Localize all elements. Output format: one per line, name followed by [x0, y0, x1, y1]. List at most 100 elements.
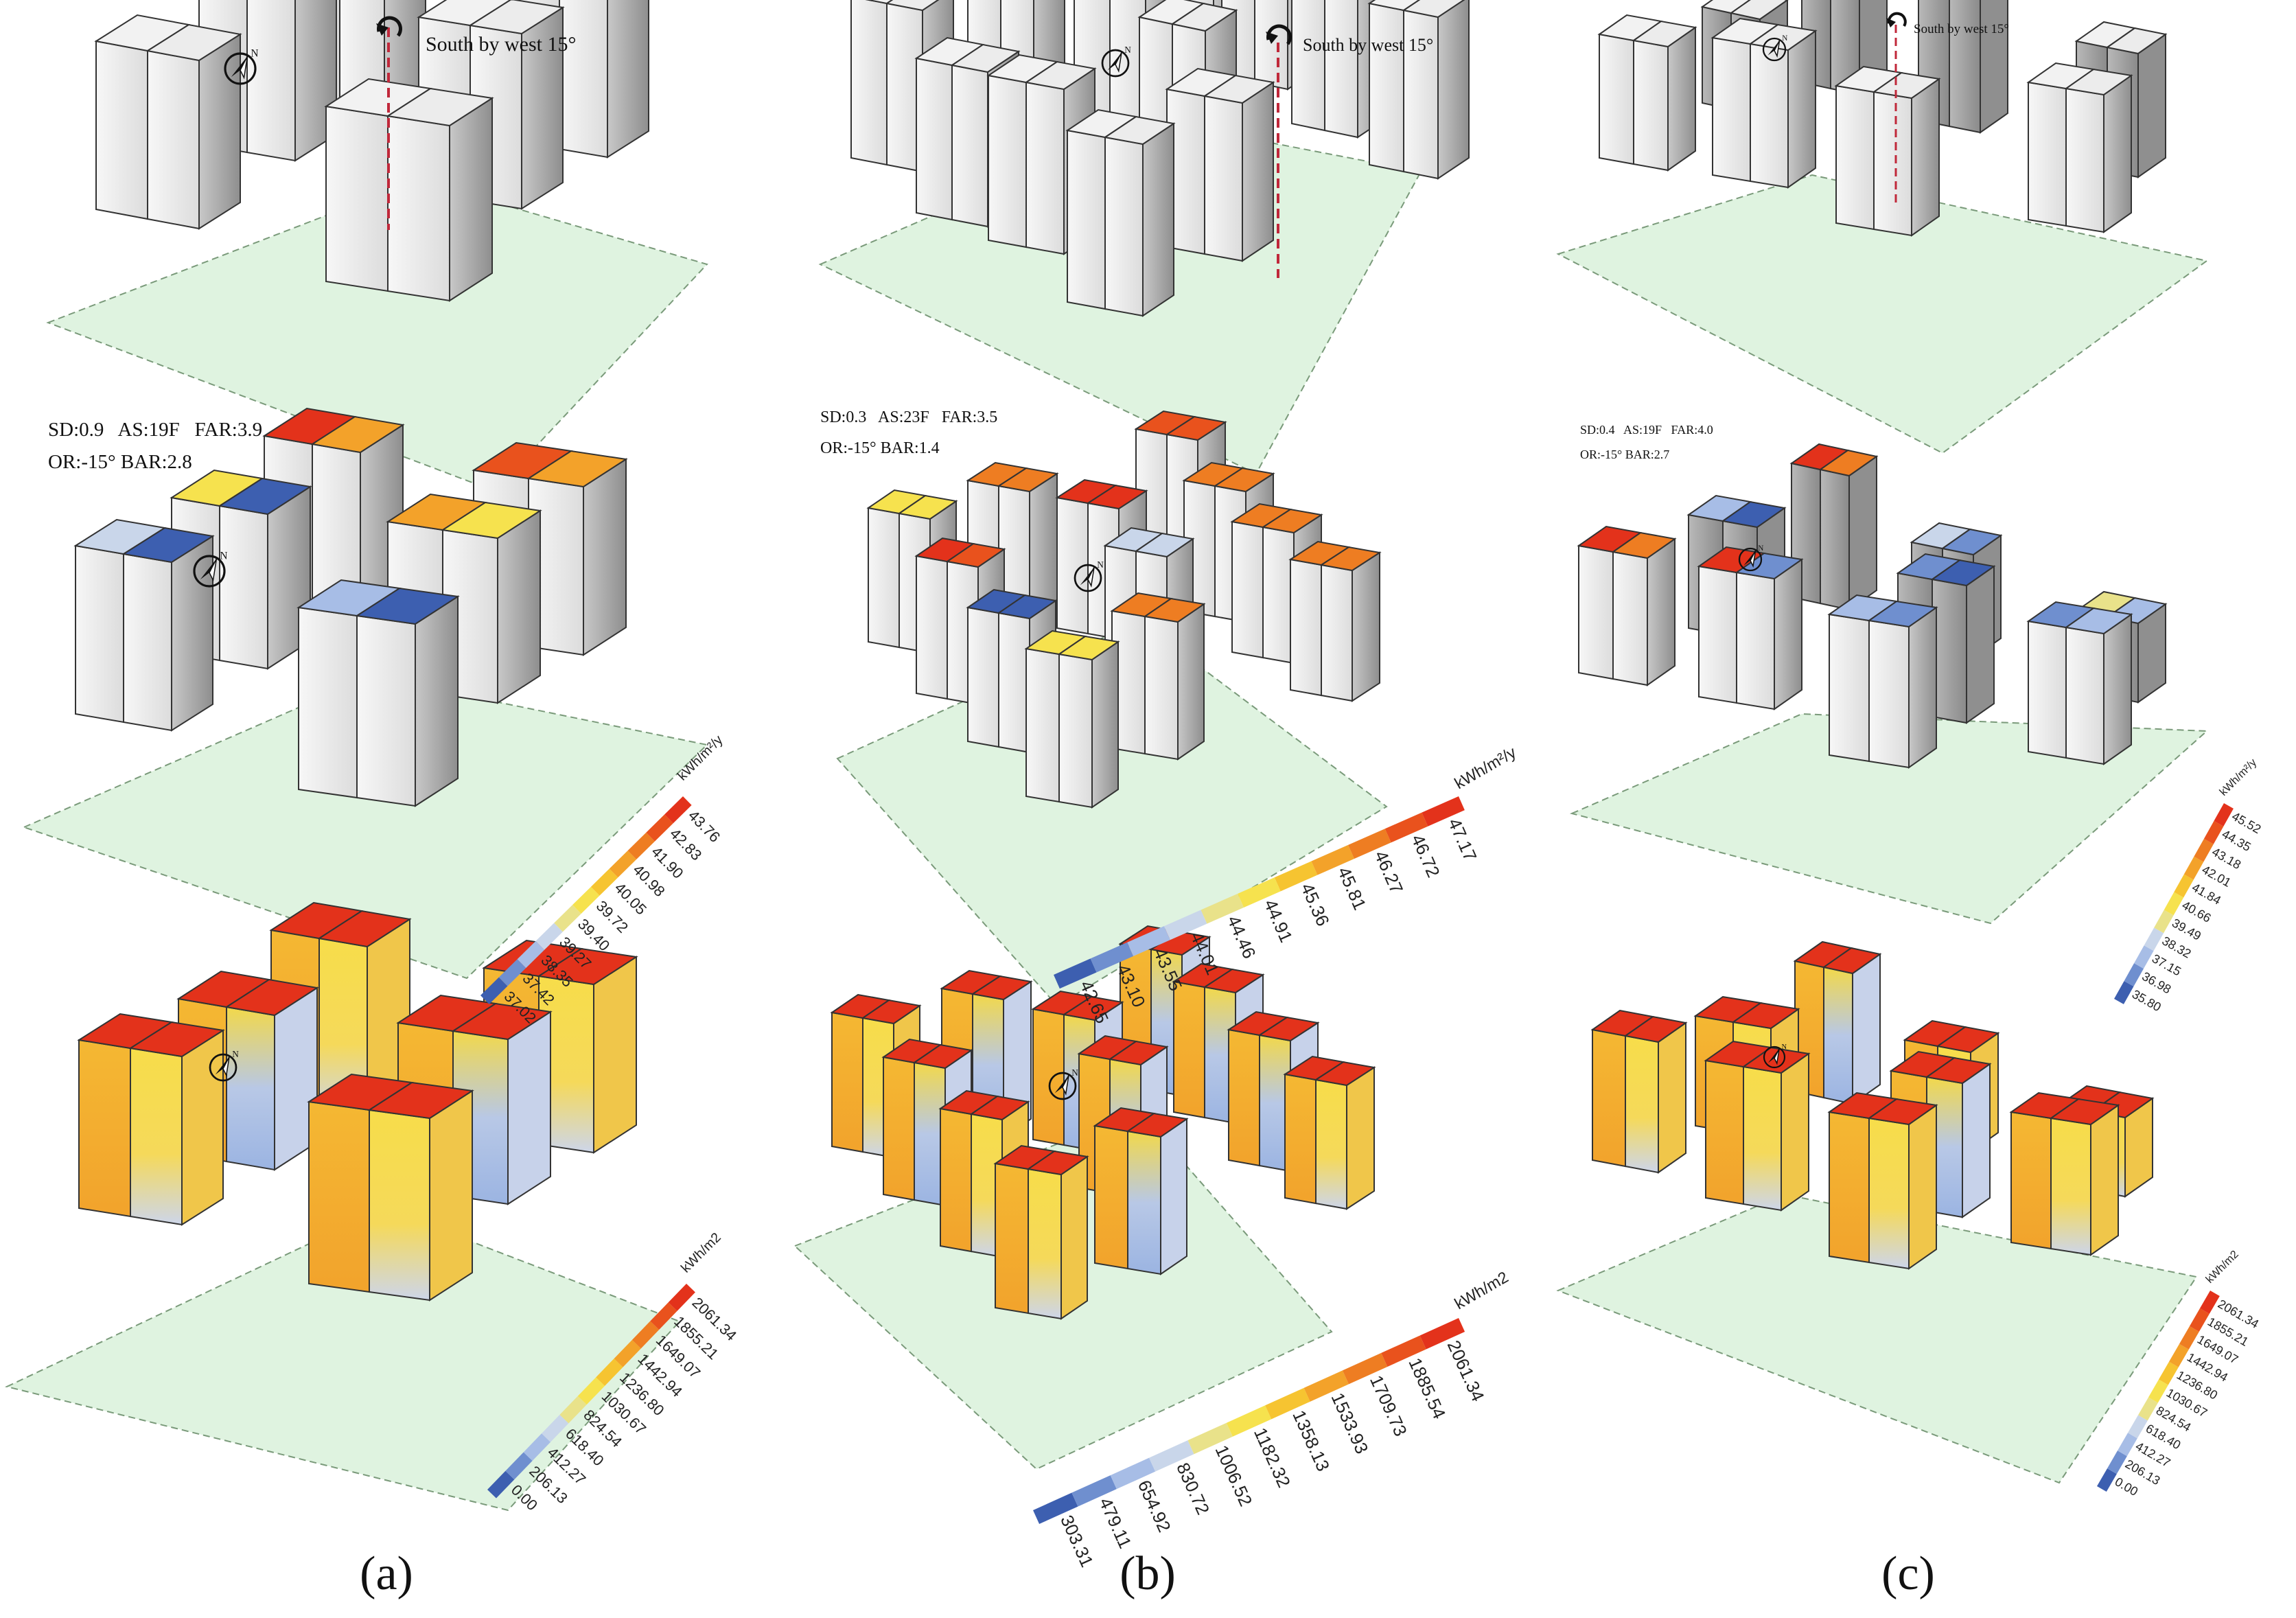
building	[1093, 1107, 1189, 1275]
building-side-face	[181, 1029, 224, 1226]
building-roof	[885, 0, 940, 12]
building-front-face	[916, 57, 953, 221]
legend-swatch	[523, 1433, 551, 1461]
params-line2-b: OR:-15° BAR:1.4	[820, 439, 940, 457]
legend-swatch	[1342, 1352, 1388, 1385]
building-roof	[861, 999, 922, 1025]
building-side-face	[497, 509, 541, 704]
building-front-face	[1868, 1117, 1910, 1270]
building-front-face	[1254, 0, 1288, 91]
building-front-face	[130, 1047, 183, 1226]
building	[73, 518, 215, 732]
building-side-face	[583, 458, 627, 656]
legend-swatch	[646, 814, 673, 842]
building	[94, 14, 242, 230]
building-front-face	[951, 64, 988, 228]
building	[1283, 1055, 1376, 1210]
legend-swatch	[1384, 812, 1428, 843]
building-roof	[224, 978, 319, 1017]
legend-swatch	[2144, 927, 2164, 951]
north-label: N	[220, 550, 227, 562]
legend-tick-label: 654.92	[1134, 1477, 1175, 1536]
building-roof	[1062, 995, 1124, 1021]
legend-tick-label: 1358.13	[1288, 1407, 1334, 1475]
legend-swatch	[631, 1321, 660, 1349]
legend-swatch	[2097, 1468, 2117, 1492]
building-front-face	[1820, 468, 1850, 611]
legend-tick-label: 2061.34	[1443, 1337, 1489, 1405]
building-roof	[218, 477, 312, 516]
building-front-face	[356, 614, 416, 807]
building-front-face	[1829, 1111, 1870, 1264]
building-roof	[1203, 74, 1275, 104]
building-front-face	[1228, 1028, 1260, 1167]
building-roof	[2049, 1098, 2120, 1126]
building-roof	[386, 87, 494, 127]
legend-tick-label: 479.11	[1095, 1494, 1135, 1551]
legend-swatch	[2174, 874, 2194, 898]
legend-tick-label: 44.91	[1260, 896, 1297, 945]
orientation-label: South by west 15°	[1914, 22, 2009, 36]
building-front-face	[1750, 43, 1789, 189]
building-front-face	[988, 74, 1027, 249]
building-side-face	[1647, 538, 1675, 686]
north-arrow-icon: N	[224, 47, 259, 85]
north-arrow-icon: N	[1762, 34, 1787, 62]
building-side-face	[2090, 1104, 2119, 1256]
legend-swatch	[2164, 892, 2184, 916]
legend-swatch	[668, 1284, 695, 1311]
building-roof	[1729, 0, 1789, 21]
building-roof	[1925, 1056, 1992, 1085]
legend-swatch	[609, 851, 637, 878]
building-front-face	[850, 0, 888, 166]
building-front-face	[1873, 91, 1912, 237]
building-side-face	[1091, 640, 1119, 809]
legend-swatch	[596, 1359, 623, 1386]
legend-tick-label: 1885.54	[1404, 1354, 1450, 1422]
legend-swatch	[1090, 942, 1134, 973]
building-roof	[1700, 0, 1751, 14]
building-front-face	[1324, 0, 1358, 139]
north-arrow-icon: N	[1074, 559, 1104, 592]
ground-plane	[5, 1207, 681, 1512]
north-arrow-icon: N	[1048, 1067, 1078, 1100]
building	[1577, 525, 1677, 686]
legend-swatch	[614, 1339, 641, 1367]
legend-swatch	[1274, 861, 1318, 892]
building	[2009, 1091, 2120, 1256]
building-side-face	[1160, 1118, 1187, 1275]
north-label: N	[251, 47, 258, 59]
building-side-face	[171, 535, 213, 732]
building-side-face	[507, 1010, 551, 1205]
building-roof	[1721, 500, 1787, 529]
building	[1697, 546, 1804, 710]
building-roof	[1632, 20, 1697, 48]
building-side-face	[1848, 455, 1877, 611]
building-roof	[1867, 600, 1938, 628]
legend-swatch	[577, 1377, 605, 1405]
orientation-marker-c: South by west 15°	[1886, 12, 2009, 206]
building-roof	[1134, 532, 1195, 558]
building-roof	[997, 467, 1059, 493]
building-roof	[1213, 467, 1275, 493]
legend-swatch	[517, 940, 545, 969]
legend-swatch	[1348, 829, 1391, 859]
building-front-face	[1262, 526, 1295, 664]
building-front-face	[123, 553, 172, 732]
params-line1-b: SD:0.3 AS:23F FAR:3.5	[820, 408, 997, 426]
orientation-label: South by west 15°	[426, 33, 577, 56]
buildings-layer	[73, 0, 2168, 1320]
legend-unit-label: kWh/m2	[2203, 1248, 2241, 1286]
legend-swatch	[1311, 844, 1354, 875]
building-roof	[1026, 1150, 1089, 1176]
legend-swatch	[2183, 856, 2204, 880]
legend-tick-label: 46.27	[1371, 848, 1408, 897]
building-roof	[355, 587, 460, 625]
building	[1590, 1009, 1688, 1174]
building-side-face	[1911, 78, 1940, 237]
building-front-face	[1369, 2, 1404, 173]
building-front-face	[369, 1109, 430, 1302]
building-front-face	[1315, 1078, 1347, 1210]
legend-tick-label: 830.72	[1172, 1459, 1214, 1518]
building-front-face	[995, 1162, 1029, 1315]
